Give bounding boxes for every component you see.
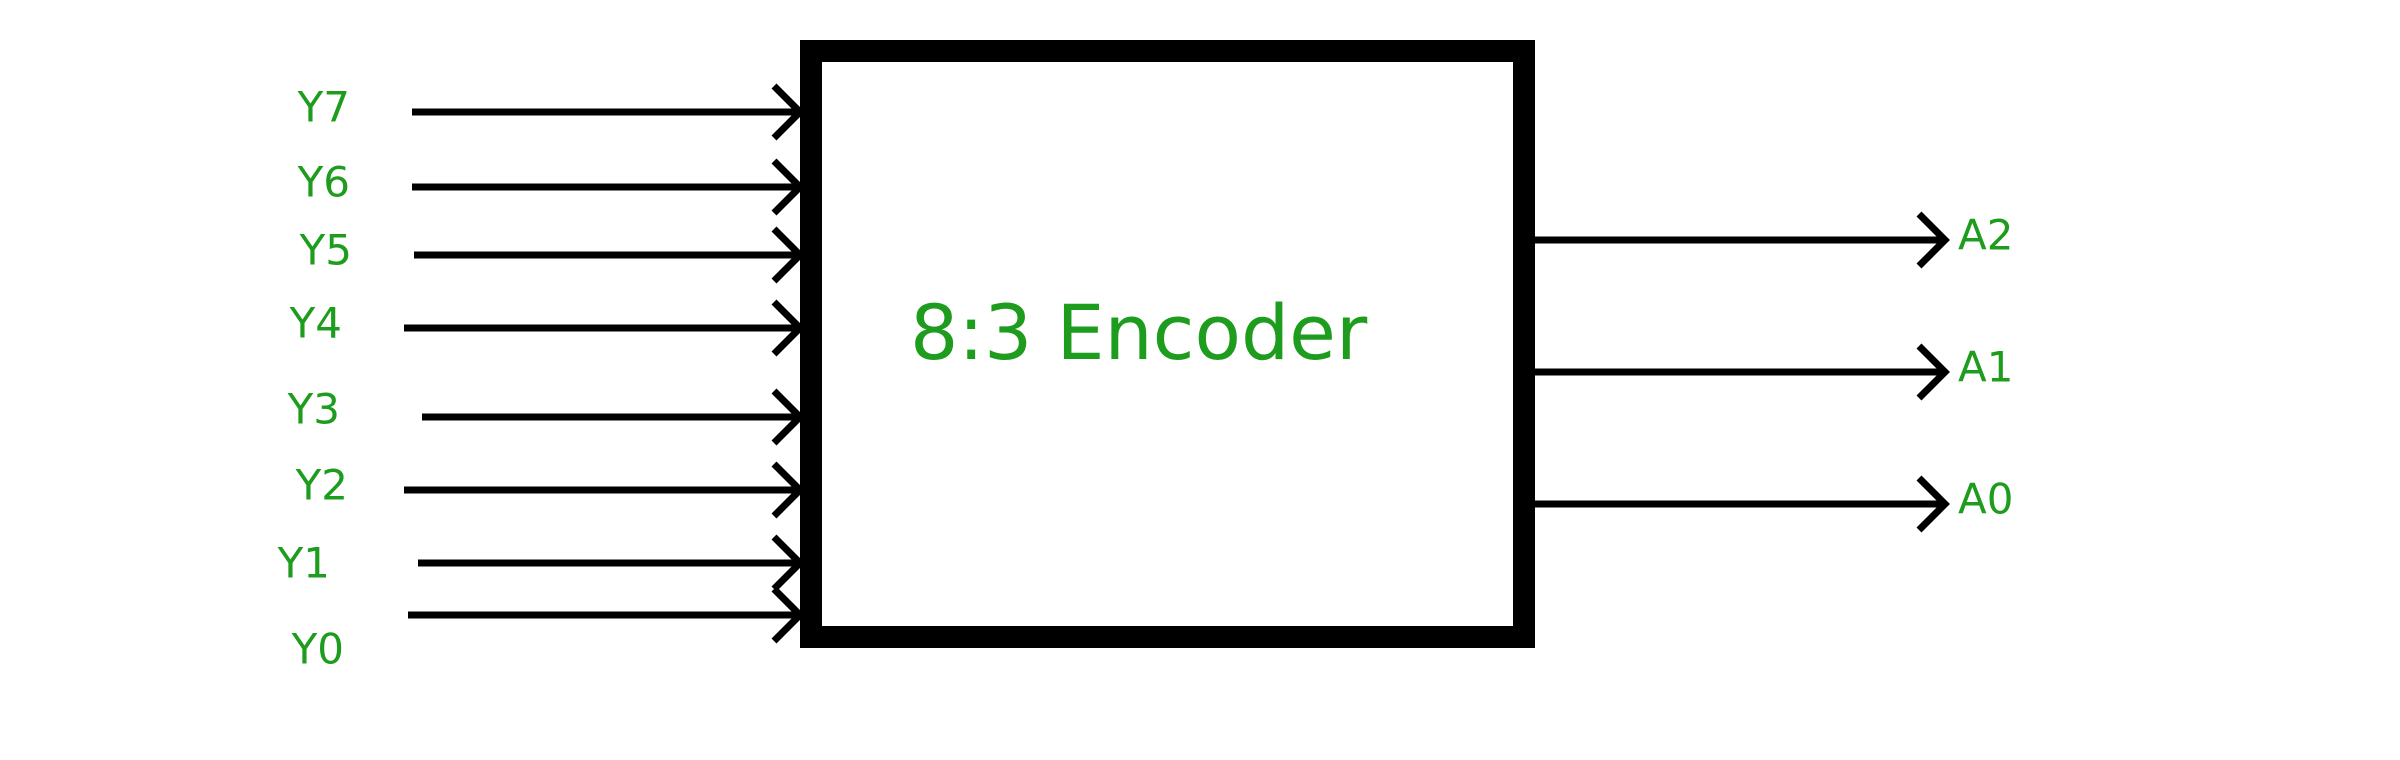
- output-label-a0: A0: [1958, 475, 2013, 524]
- input-label-y4: Y4: [289, 299, 342, 348]
- output-label-a2: A2: [1958, 211, 2013, 260]
- input-label-y6: Y6: [297, 158, 350, 207]
- output-arrowhead-a0: [1916, 475, 1950, 533]
- input-label-y7: Y7: [297, 83, 350, 132]
- encoder-block-rect[interactable]: [800, 40, 1535, 648]
- output-arrowhead-a2: [1916, 211, 1950, 269]
- input-label-y2: Y2: [295, 461, 348, 510]
- output-wire-group: [1535, 211, 1950, 533]
- output-label-a1: A1: [1958, 343, 2013, 392]
- encoder-block-title: 8:3 Encoder: [910, 288, 1368, 377]
- input-label-y1: Y1: [277, 539, 330, 588]
- output-arrowhead-a1: [1916, 343, 1950, 401]
- input-label-y5: Y5: [299, 226, 352, 275]
- input-label-y3: Y3: [287, 385, 340, 434]
- input-label-y0: Y0: [291, 625, 344, 674]
